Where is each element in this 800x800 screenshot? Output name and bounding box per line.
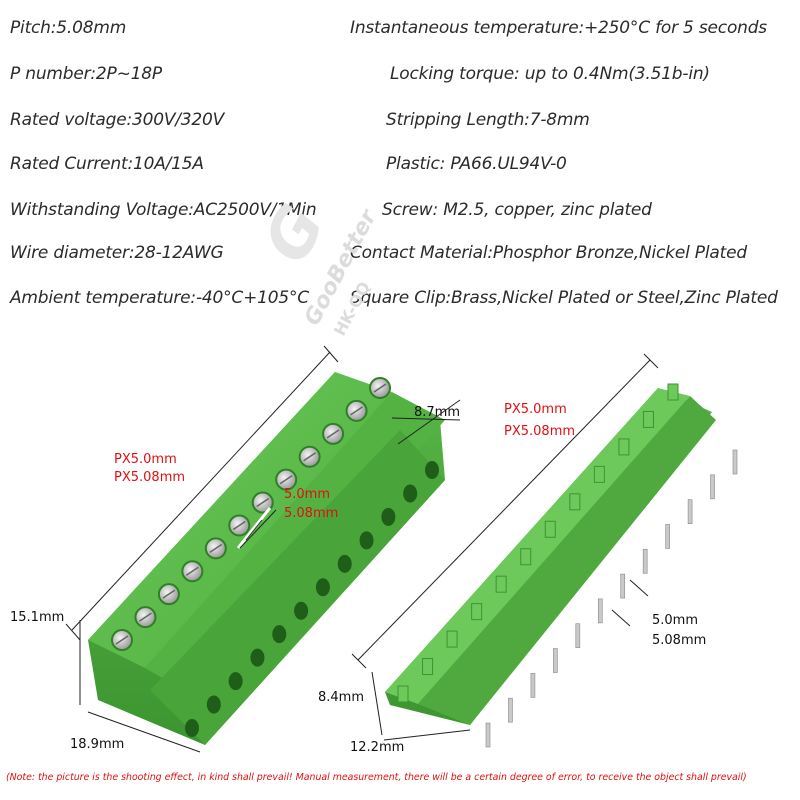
- spec-withstanding-voltage: Withstanding Voltage:AC2500V/1Min: [10, 200, 317, 220]
- screw-slot-icon: [303, 452, 317, 462]
- pin-icon: [620, 573, 626, 599]
- plug-wire-holes: [185, 461, 439, 737]
- spec-p-number: P number:2P~18P: [10, 64, 162, 84]
- pin-icon: [553, 648, 558, 673]
- pin-icon: [597, 598, 603, 624]
- pin-icon: [530, 673, 536, 698]
- header-tab-icon: [520, 548, 532, 566]
- header-height-label: 8.4mm: [318, 690, 365, 705]
- plug-depth-label: 8.7mm: [414, 405, 461, 420]
- screw-slot-icon: [232, 520, 246, 531]
- plug-inner-pitch-label-2: 5.08mm: [284, 506, 339, 521]
- header-tab-icon: [618, 438, 630, 456]
- spec-pitch: Pitch:5.08mm: [10, 18, 127, 38]
- pin-icon: [710, 474, 715, 500]
- wire-hole-icon: [272, 625, 287, 644]
- wire-hole-icon: [403, 484, 418, 503]
- wire-hole-icon: [294, 601, 309, 620]
- pin-icon: [665, 524, 670, 549]
- disclaimer-note: (Note: the picture is the shooting effec…: [6, 772, 747, 783]
- plug-height-label: 15.1mm: [10, 610, 65, 625]
- header-pitch-label-2: PX5.08mm: [504, 424, 576, 439]
- screw-slot-icon: [326, 429, 340, 439]
- header-tabs: [397, 383, 679, 703]
- spec-instantaneous-temperature: Instantaneous temperature:+250°C for 5 s…: [350, 18, 767, 38]
- header-pin-pitch-label-1: 5.0mm: [652, 613, 699, 628]
- spec-contact-material: Contact Material:Phosphor Bronze,Nickel …: [350, 243, 747, 263]
- header-tab-icon: [642, 410, 654, 428]
- screw-slot-icon: [115, 635, 129, 645]
- plug-screws: [111, 377, 391, 651]
- header-pitch-label-1: PX5.0mm: [504, 402, 567, 417]
- header-pin-pitch-label-2: 5.08mm: [652, 633, 707, 648]
- pin-icon: [642, 548, 648, 574]
- spec-rated-current: Rated Current:10A/15A: [10, 154, 204, 174]
- plug-pitch-label-2: PX5.08mm: [114, 470, 186, 485]
- spec-screw: Screw: M2.5, copper, zinc plated: [382, 200, 652, 220]
- plug-pitch-label-1: PX5.0mm: [114, 452, 177, 467]
- header-tab-icon: [544, 520, 556, 538]
- pin-icon: [732, 449, 738, 475]
- pin-icon: [485, 722, 491, 748]
- spec-rated-voltage: Rated voltage:300V/320V: [10, 110, 225, 130]
- wire-hole-icon: [250, 648, 265, 667]
- header-tab-icon: [667, 383, 679, 401]
- wire-hole-icon: [425, 461, 439, 479]
- spec-stripping-length: Stripping Length:7-8mm: [386, 110, 590, 130]
- wire-hole-icon: [337, 554, 352, 573]
- plug-width-label: 18.9mm: [70, 737, 125, 752]
- header-tab-icon: [569, 493, 581, 511]
- pin-icon: [687, 499, 693, 524]
- screw-slot-icon: [162, 589, 176, 599]
- header-tab-icon: [495, 575, 507, 593]
- wire-hole-icon: [185, 719, 199, 737]
- spec-locking-torque: Locking torque: up to 0.4Nm(3.51b-in): [390, 64, 710, 84]
- spec-wire-diameter: Wire diameter:28-12AWG: [10, 243, 224, 263]
- header-tab-icon: [471, 603, 483, 621]
- wire-hole-icon: [381, 507, 396, 526]
- plug-connector: [88, 372, 445, 745]
- pin-icon: [508, 697, 513, 723]
- wire-hole-icon: [228, 672, 243, 691]
- wire-hole-icon: [206, 695, 221, 714]
- header-connector: [385, 383, 738, 748]
- screw-slot-icon: [256, 497, 270, 508]
- spec-ambient-temperature: Ambient temperature:-40°C+105°C: [10, 288, 309, 308]
- screw-slot-icon: [185, 566, 199, 576]
- screw-slot-icon: [139, 612, 152, 622]
- plug-inner-pitch-label-1: 5.0mm: [284, 487, 331, 502]
- header-tab-icon: [446, 630, 458, 648]
- header-width-label: 12.2mm: [350, 740, 405, 755]
- screw-slot-icon: [350, 406, 363, 416]
- header-tab-icon: [397, 685, 409, 703]
- pin-icon: [575, 623, 581, 649]
- screw-slot-icon: [279, 475, 293, 485]
- wire-hole-icon: [359, 531, 374, 550]
- spec-square-clip: Square Clip:Brass,Nickel Plated or Steel…: [350, 288, 778, 308]
- spec-plastic: Plastic: PA66.UL94V-0: [386, 154, 567, 174]
- screw-slot-icon: [209, 543, 223, 553]
- header-tab-icon: [422, 658, 434, 676]
- wire-hole-icon: [315, 578, 330, 597]
- header-tab-icon: [593, 465, 605, 483]
- dimension-lines: [65, 345, 659, 753]
- screw-slot-icon: [373, 383, 387, 393]
- header-pins: [485, 449, 738, 748]
